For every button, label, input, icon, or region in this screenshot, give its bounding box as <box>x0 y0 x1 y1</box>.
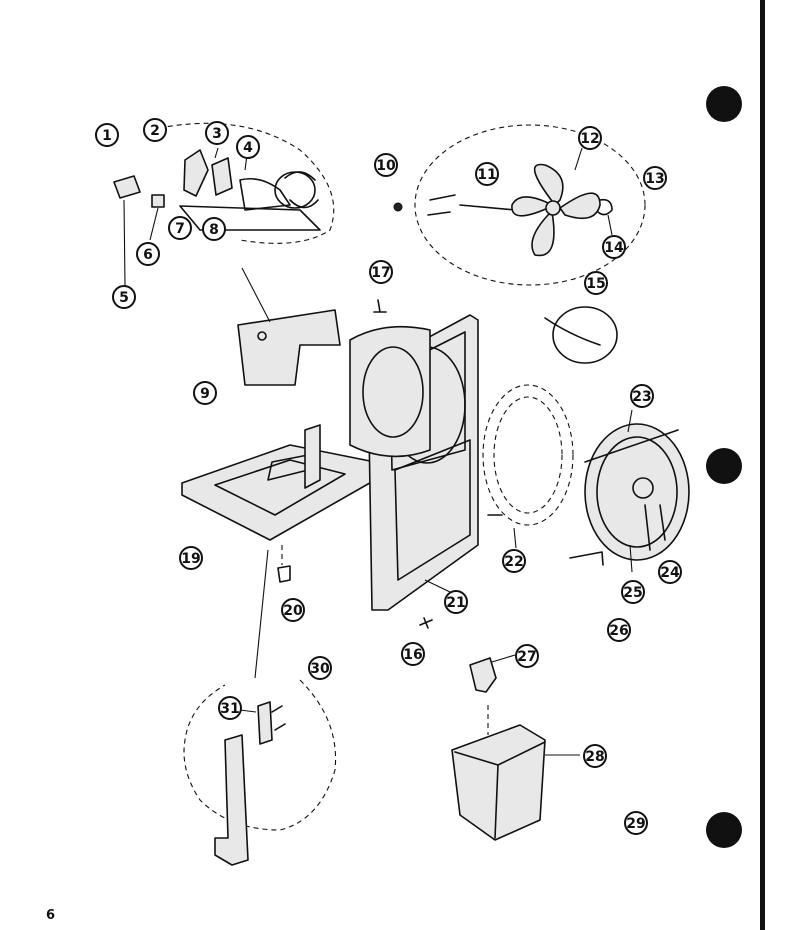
part-15-wire-clip <box>544 306 618 364</box>
svg-text:24: 24 <box>660 565 680 581</box>
svg-text:10: 10 <box>376 158 396 174</box>
svg-text:21: 21 <box>446 595 465 611</box>
part-12-fan-blade <box>511 147 601 257</box>
part-26-scroll-housing <box>569 409 690 573</box>
svg-text:27: 27 <box>517 649 536 665</box>
svg-text:4: 4 <box>243 140 253 156</box>
binder-hole-bottom <box>706 812 742 848</box>
page-edge-bar <box>760 0 765 930</box>
callout-17: 17 <box>369 260 393 284</box>
svg-text:11: 11 <box>477 167 496 183</box>
callout-28: 28 <box>583 744 607 768</box>
svg-text:1: 1 <box>102 128 112 144</box>
svg-text:15: 15 <box>586 276 605 292</box>
svg-text:12: 12 <box>580 131 599 147</box>
callout-4: 4 <box>236 135 260 159</box>
callout-8: 8 <box>202 217 226 241</box>
callout-26: 26 <box>607 618 631 642</box>
part-5-bracket <box>113 175 141 286</box>
part-20-foot <box>277 545 291 583</box>
callout-30: 30 <box>308 656 332 680</box>
svg-text:31: 31 <box>220 701 239 717</box>
svg-text:8: 8 <box>209 222 219 238</box>
callout-19: 19 <box>179 546 203 570</box>
callout-27: 27 <box>515 644 539 668</box>
svg-text:16: 16 <box>403 647 422 663</box>
binder-hole-middle <box>706 448 742 484</box>
svg-text:5: 5 <box>119 290 129 306</box>
fan-detail-outline <box>149 122 335 244</box>
callout-5: 5 <box>112 285 136 309</box>
svg-text:19: 19 <box>181 551 200 567</box>
svg-text:9: 9 <box>200 386 210 402</box>
callout-24: 24 <box>658 560 682 584</box>
callout-21: 21 <box>444 590 468 614</box>
svg-text:22: 22 <box>504 554 523 570</box>
callout-22: 22 <box>502 549 526 573</box>
part-14-retainer <box>597 198 613 236</box>
callout-9: 9 <box>193 381 217 405</box>
callout-13: 13 <box>643 166 667 190</box>
svg-text:23: 23 <box>632 389 651 405</box>
callout-12: 12 <box>578 126 602 150</box>
callout-14: 14 <box>602 235 626 259</box>
svg-text:29: 29 <box>626 816 645 832</box>
callout-10: 10 <box>374 153 398 177</box>
part-16-screw <box>419 617 433 629</box>
svg-text:14: 14 <box>604 240 624 256</box>
svg-text:25: 25 <box>623 585 642 601</box>
svg-text:7: 7 <box>175 221 185 237</box>
svg-text:6: 6 <box>143 247 153 263</box>
svg-text:13: 13 <box>645 171 664 187</box>
callout-15: 15 <box>584 271 608 295</box>
svg-text:26: 26 <box>609 623 628 639</box>
svg-text:30: 30 <box>310 661 330 677</box>
page-number: 6 <box>46 908 56 923</box>
callout-3: 3 <box>205 121 229 145</box>
svg-text:3: 3 <box>212 126 222 142</box>
svg-text:2: 2 <box>150 123 160 139</box>
blower-housing <box>349 325 431 458</box>
part-19-base-plate <box>181 424 376 541</box>
svg-text:20: 20 <box>283 603 303 619</box>
callout-1: 1 <box>95 123 119 147</box>
callout-23: 23 <box>630 384 654 408</box>
part-10-11-fasteners <box>393 194 516 216</box>
callout-20: 20 <box>281 598 305 622</box>
part-17-screw <box>373 299 387 313</box>
callout-11: 11 <box>475 162 499 186</box>
part-22-heater-coil <box>482 384 574 549</box>
part-27-float <box>469 654 516 693</box>
part-30-switch-detail <box>183 549 337 866</box>
callout-31: 31 <box>218 696 242 720</box>
callout-25: 25 <box>621 580 645 604</box>
part-9-bracket <box>237 267 341 386</box>
callout-2: 2 <box>143 118 167 142</box>
part-8-motor-mount <box>179 171 321 231</box>
part-6-clip <box>151 194 165 208</box>
binder-hole-top <box>706 86 742 122</box>
svg-text:28: 28 <box>585 749 604 765</box>
fan-blade-detail-outline <box>414 124 646 286</box>
part-3-4-switches <box>183 149 233 197</box>
callout-7: 7 <box>168 216 192 240</box>
callout-29: 29 <box>624 811 648 835</box>
svg-text:17: 17 <box>371 265 390 281</box>
callout-16: 16 <box>401 642 425 666</box>
callout-6: 6 <box>136 242 160 266</box>
part-28-water-bucket <box>451 705 580 841</box>
